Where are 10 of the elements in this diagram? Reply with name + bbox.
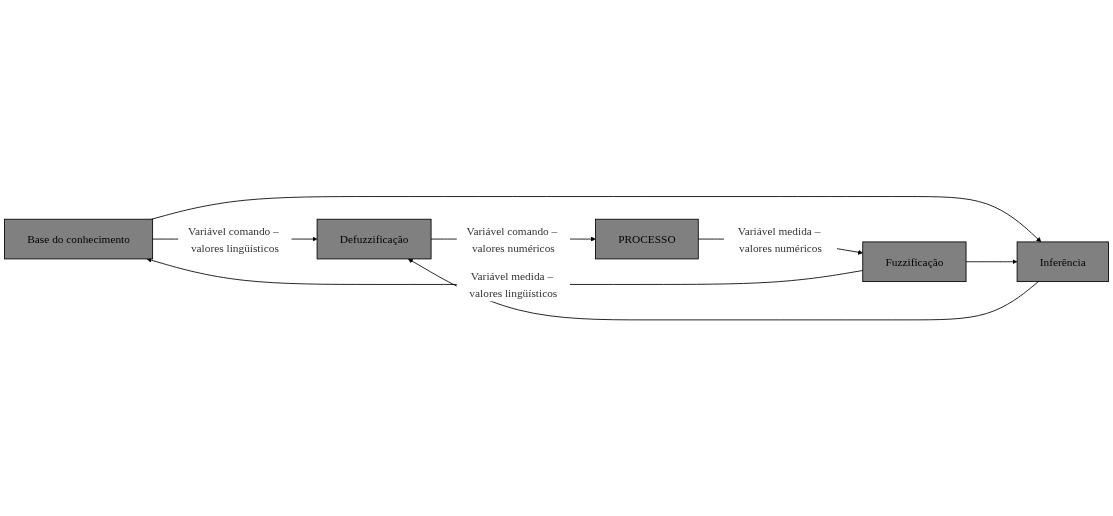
node-box [595,218,699,260]
edge-label: Variável medida – valores lingüísticos [469,269,558,299]
flowchart: Variável medida – valores lingüísticos Variável comando – valores lingüísticos Variável comando – valores numéricos Variável medida – valores numéricos Base do conhecimento Fuzzificação Inferência Defuzzificação PROCESSO [0,191,1113,325]
node-box [862,241,967,282]
node-box [4,218,154,260]
node-box [1016,241,1109,282]
node-box [316,218,432,260]
edge-label: Variável comando – valores numéricos [466,224,558,254]
edge-label: Variável medida – valores numéricos [737,224,822,254]
edge-label: Variável comando – valores lingüísticos [188,224,279,254]
